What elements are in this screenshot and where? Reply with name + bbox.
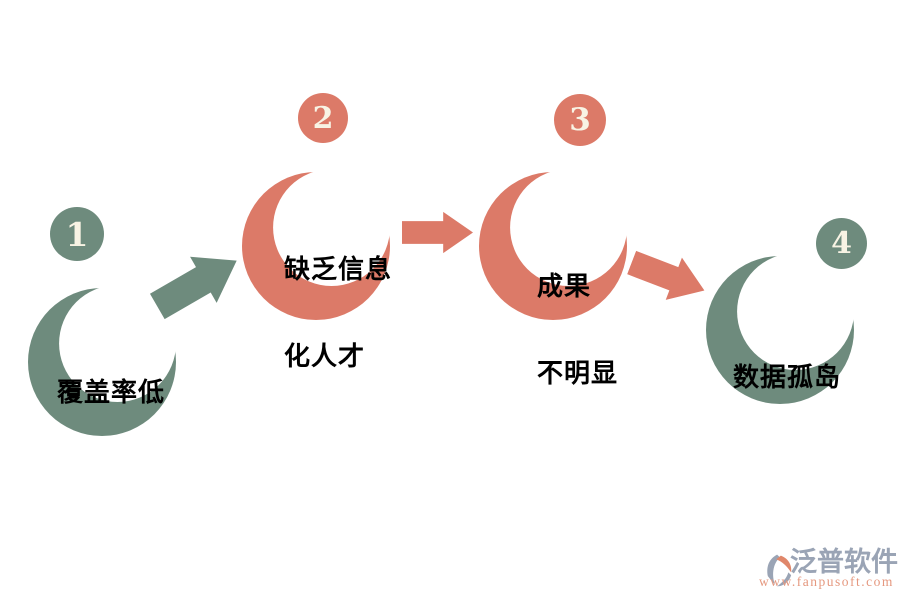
step-3-label: 成果 不明显 bbox=[537, 214, 618, 446]
step-3-number: 3 bbox=[569, 102, 591, 138]
step-4-number-badge: 4 bbox=[816, 218, 867, 269]
step-2-number: 2 bbox=[312, 100, 334, 136]
step-4-label-line1: 数据孤岛 bbox=[733, 362, 842, 392]
step-3-label-line1: 成果 bbox=[537, 271, 592, 301]
step-2-label-line2: 化人才 bbox=[284, 341, 366, 371]
step-1-label-line1: 覆盖率低 bbox=[57, 377, 166, 407]
step-3-crescent-icon bbox=[479, 172, 627, 320]
step-1-number: 1 bbox=[65, 214, 89, 254]
step-1-number-badge: 1 bbox=[50, 207, 104, 261]
step-2-crescent-icon bbox=[242, 172, 390, 320]
fanpu-logo-icon bbox=[767, 554, 792, 587]
logo-website-text: www.fanpusoft.com bbox=[759, 574, 894, 589]
step-3-number-badge: 3 bbox=[554, 94, 606, 146]
step-1-label: 覆盖率低 bbox=[57, 320, 165, 523]
step-4-crescent-icon bbox=[706, 256, 854, 404]
arrow-3-to-4-icon bbox=[627, 250, 705, 300]
step-2-label-line1: 缺乏信息 bbox=[284, 254, 393, 284]
step-2-label: 缺乏信息 化人才 bbox=[284, 197, 392, 429]
logo-brand-text: 泛普软件 bbox=[790, 547, 898, 577]
step-4-label: 数据孤岛 bbox=[733, 305, 841, 508]
step-2-number-badge: 2 bbox=[298, 93, 348, 143]
step-1-crescent-icon bbox=[28, 288, 176, 436]
step-4-number: 4 bbox=[831, 226, 852, 261]
step-3-label-line2: 不明显 bbox=[537, 358, 619, 388]
arrow-1-to-2-icon bbox=[149, 256, 237, 320]
arrow-2-to-3-icon bbox=[402, 211, 473, 254]
